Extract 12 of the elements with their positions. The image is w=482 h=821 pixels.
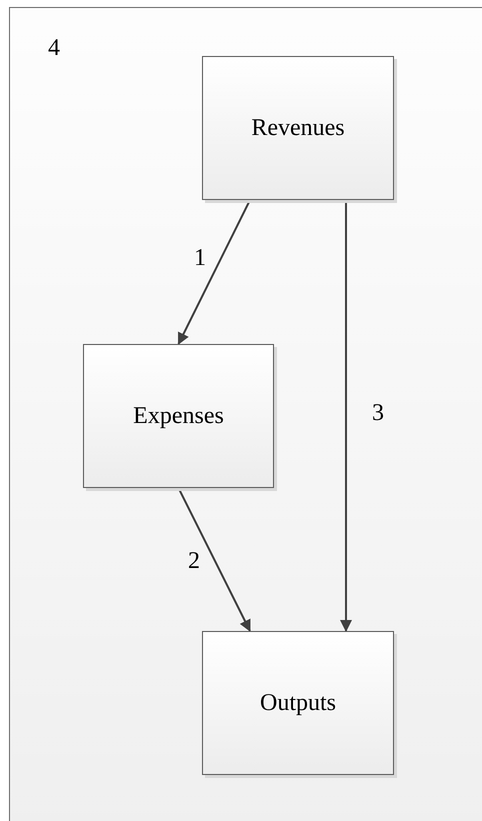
edge-label: 1 (194, 246, 206, 270)
box-label: Revenues (251, 116, 345, 140)
arrow (340, 200, 352, 632)
process-box (83, 344, 274, 488)
box-label: Outputs (260, 691, 336, 715)
frame-panel (9, 7, 482, 821)
process-box (202, 56, 394, 200)
edge-label: 2 (188, 549, 200, 573)
edge-label: 3 (372, 401, 384, 425)
process-box (202, 631, 394, 775)
frame-number: 4 (48, 36, 60, 60)
box-label: Expenses (133, 404, 224, 428)
